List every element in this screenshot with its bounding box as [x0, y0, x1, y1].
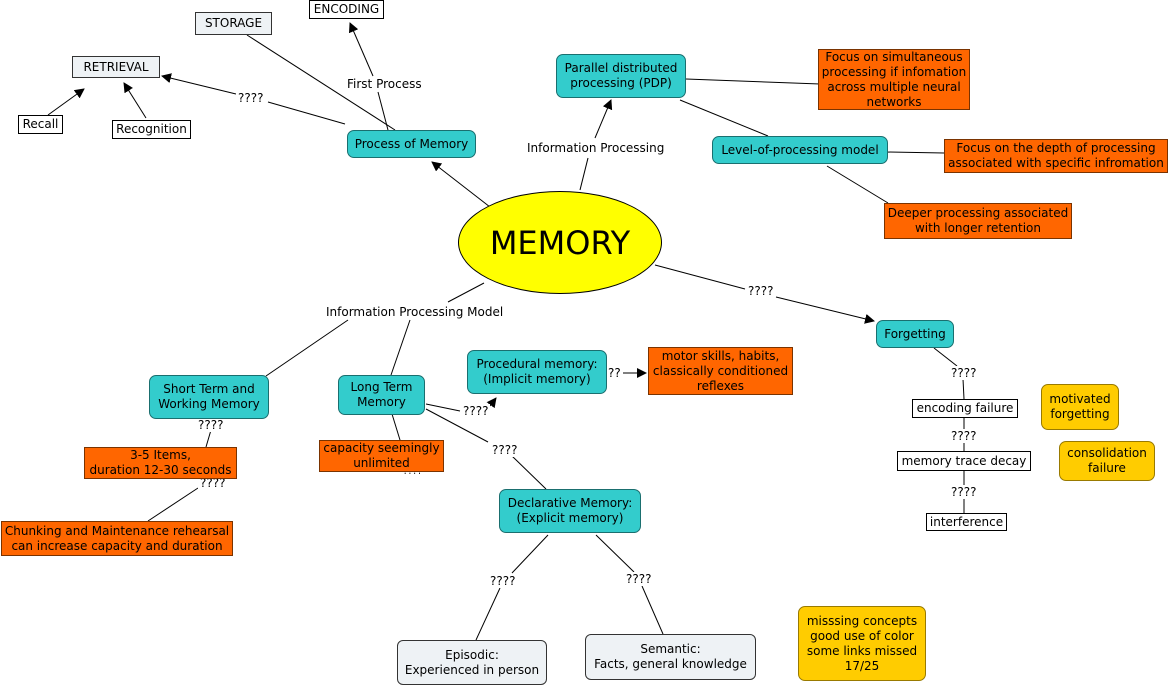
link-forgetting-q [933, 347, 958, 367]
procedural-memory-node[interactable]: Procedural memory: (Implicit memory) [467, 350, 607, 394]
forgetting-node[interactable]: Forgetting [876, 320, 954, 348]
process-of-memory-node[interactable]: Process of Memory [347, 130, 476, 158]
link-memory-process [431, 161, 491, 208]
link-infoproc-pdp [594, 99, 613, 139]
link-decl-q-episodic [511, 534, 549, 574]
link-memory-infoproc [579, 157, 589, 191]
link-infomodel-ltm [390, 319, 411, 376]
label-q-retrieval: ???? [236, 91, 266, 105]
encoding-node[interactable]: ENCODING [309, 0, 384, 19]
label-info-processing: Information Processing [525, 141, 667, 155]
label-q-procedural: ???? [461, 404, 491, 418]
link-process-q [267, 101, 346, 125]
episodic-node[interactable]: Episodic: Experienced in person [397, 640, 547, 685]
label-q-encfail: ???? [949, 366, 979, 380]
encoding-failure-node[interactable]: encoding failure [912, 399, 1018, 418]
link-q-declarative [511, 455, 547, 490]
memory-node[interactable]: MEMORY [458, 191, 662, 294]
link-q-retrieval [161, 73, 237, 95]
motivated-forgetting-node[interactable]: motivated forgetting [1041, 384, 1119, 430]
label-q-semantic: ???? [624, 572, 654, 586]
link-q-episodic [475, 587, 501, 641]
link-ltm-capacity [391, 413, 401, 441]
link-pdp-focus [685, 78, 821, 85]
link-infomodel-stm [265, 319, 349, 377]
level-focus-node[interactable]: Focus on the depth of processing associa… [944, 139, 1168, 173]
feedback-note: misssing concepts good use of color some… [798, 606, 926, 681]
consolidation-failure-node[interactable]: consolidation failure [1059, 441, 1155, 481]
link-q2-chunking [147, 487, 199, 522]
label-q-episodic: ???? [488, 574, 518, 588]
declarative-memory-node[interactable]: Declarative Memory: (Explicit memory) [499, 489, 641, 533]
label-first-process: First Process [345, 77, 424, 91]
link-memory-infomodel [447, 282, 485, 303]
interference-node[interactable]: interference [926, 513, 1007, 531]
level-of-processing-node[interactable]: Level-of-processing model [712, 136, 888, 164]
memory-trace-decay-node[interactable]: memory trace decay [897, 451, 1031, 471]
link-q-semantic [641, 585, 664, 635]
link-recognition-retrieval [123, 82, 147, 119]
label-q-declarative: ???? [490, 443, 520, 457]
link-process-firstprocess [377, 91, 389, 131]
label-q-capacity: ???? [401, 467, 425, 477]
label-q-decay: ???? [949, 429, 979, 443]
label-q-stm-2: ???? [198, 476, 228, 490]
long-term-memory-node[interactable]: Long Term Memory [338, 375, 425, 415]
link-recall-retrieval [47, 88, 85, 116]
link-ltm-q-declarative [425, 408, 489, 443]
link-memory-q-forgetting [654, 264, 746, 290]
link-q-procedural [486, 397, 497, 409]
retrieval-node[interactable]: RETRIEVAL [72, 56, 160, 78]
link-stm-items [205, 429, 212, 448]
motor-skills-node[interactable]: motor skills, habits, classically condit… [648, 347, 793, 395]
pdp-focus-node[interactable]: Focus on simultaneous processing if info… [818, 49, 970, 110]
label-q-stm-1: ???? [196, 418, 226, 432]
link-level-deeper [826, 165, 889, 204]
label-info-model: Information Processing Model [324, 305, 506, 319]
deeper-processing-node[interactable]: Deeper processing associated with longer… [884, 203, 1072, 239]
recall-node[interactable]: Recall [18, 115, 63, 134]
short-term-memory-node[interactable]: Short Term and Working Memory [149, 375, 269, 419]
link-firstprocess-encoding [348, 22, 374, 77]
label-q-forgetting: ???? [746, 284, 776, 298]
link-level-focus [885, 151, 945, 154]
link-pdp-level [679, 99, 769, 137]
link-ltm-q-procedural [425, 403, 461, 412]
label-q-interf: ???? [949, 485, 979, 499]
ltm-capacity-node[interactable]: capacity seemingly unlimited [319, 440, 444, 472]
link-q-forgetting [775, 296, 875, 324]
link-decl-q-semantic [595, 534, 635, 573]
semantic-node[interactable]: Semantic: Facts, general knowledge [585, 634, 756, 680]
label-q-motor: ?? [606, 366, 623, 380]
recognition-node[interactable]: Recognition [112, 120, 191, 139]
link-process-storage [246, 34, 396, 131]
pdp-node[interactable]: Parallel distributed processing (PDP) [556, 54, 686, 98]
stm-capacity-node[interactable]: 3-5 Items, duration 12-30 seconds [84, 447, 237, 479]
link-q-encfail [962, 378, 965, 400]
chunking-node[interactable]: Chunking and Maintenance rehearsal can i… [1, 521, 233, 556]
storage-node[interactable]: STORAGE [195, 12, 272, 35]
